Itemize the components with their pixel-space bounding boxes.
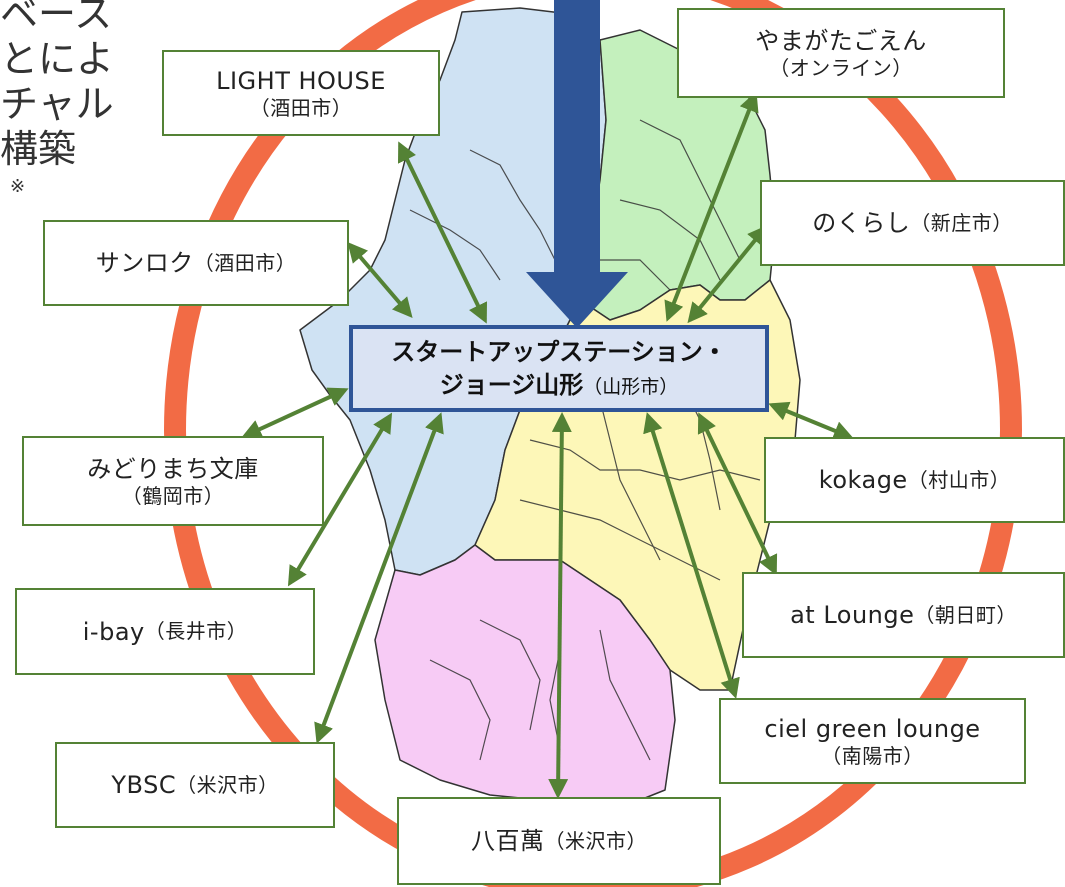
connector-midorimachi <box>241 387 349 439</box>
node-name: at Lounge <box>790 601 915 629</box>
node-city: （長井市） <box>144 619 248 643</box>
node-city: （オンライン） <box>769 55 913 80</box>
connector-light-house <box>397 141 488 324</box>
center-title-city: （山形市） <box>583 375 679 398</box>
node-city: （村山市） <box>907 467 1011 492</box>
connector-ybsc <box>314 412 444 744</box>
node-ibay: i-bay（長井市） <box>15 588 315 675</box>
node-name: 八百萬 <box>471 827 545 855</box>
node-city: （新庄市） <box>910 210 1013 235</box>
node-city: （鶴岡市） <box>121 483 225 508</box>
connector-yamagatagoen <box>664 91 759 322</box>
main-down-arrow <box>526 0 628 328</box>
node-sanroku: サンロク（酒田市） <box>43 220 349 306</box>
node-name: サンロク <box>95 249 194 277</box>
node-at-lounge: at Lounge（朝日町） <box>742 572 1065 658</box>
node-city: （米沢市） <box>544 828 647 853</box>
side-text: ベース とによ チャル 構築 <box>0 0 115 171</box>
node-name: ciel green lounge <box>764 714 981 743</box>
node-city: （酒田市） <box>249 95 353 120</box>
node-name: のくらし <box>812 209 911 237</box>
node-kokage: kokage（村山市） <box>764 437 1065 523</box>
node-city: （酒田市） <box>193 250 297 275</box>
node-yamagatagoen: やまがたごえん （オンライン） <box>677 8 1005 98</box>
connector-yaoyorozu <box>548 412 572 799</box>
node-light-house: LIGHT HOUSE （酒田市） <box>162 50 440 136</box>
node-yaoyorozu: 八百萬（米沢市） <box>397 797 721 885</box>
outer-ring <box>164 0 1022 887</box>
node-ciel-green-lounge: ciel green lounge （南陽市） <box>719 698 1026 784</box>
node-name: LIGHT HOUSE <box>216 66 386 95</box>
connectors <box>241 91 854 799</box>
center-title-name: ジョージ山形 <box>439 370 584 399</box>
center-title-line2: ジョージ山形（山形市） <box>440 369 679 401</box>
node-name: やまがたごえん <box>755 26 927 55</box>
node-name: kokage <box>818 466 908 494</box>
connector-kokage <box>768 401 854 441</box>
center-title-line1: スタートアップステーション・ <box>391 338 727 367</box>
node-name: YBSC <box>111 771 177 799</box>
node-nokurashi: のくらし（新庄市） <box>760 180 1065 266</box>
node-midorimachi: みどりまち文庫 （鶴岡市） <box>22 436 324 526</box>
node-city: （米沢市） <box>176 772 279 797</box>
connector-nokurashi <box>687 224 768 324</box>
side-note: ※ <box>10 176 26 197</box>
connector-ciel <box>643 412 740 699</box>
center-node-george-yamagata: スタートアップステーション・ ジョージ山形（山形市） <box>349 325 769 412</box>
connector-sanroku <box>347 241 413 319</box>
node-city: （南陽市） <box>821 743 924 768</box>
node-name: みどりまち文庫 <box>87 454 259 483</box>
node-name: i-bay <box>82 617 145 646</box>
node-city: （朝日町） <box>914 602 1017 627</box>
node-ybsc: YBSC（米沢市） <box>55 742 335 828</box>
